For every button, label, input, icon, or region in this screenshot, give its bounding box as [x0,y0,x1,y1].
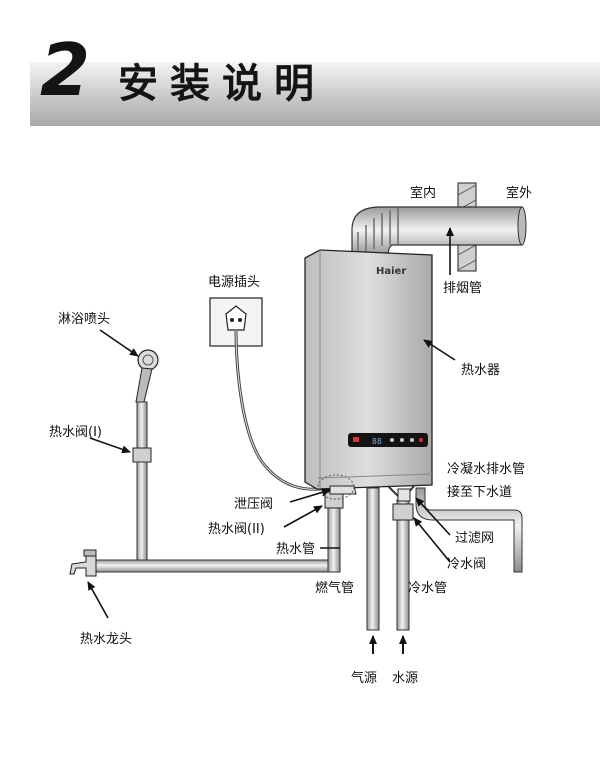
relief-valve [329,485,357,495]
hot-water-pipe [87,559,329,573]
section-title: 安装说明 [118,61,326,107]
power-button[interactable] [419,438,423,442]
display-readout: 88 [372,437,382,446]
control-button[interactable] [390,438,394,442]
label-gas-source: 气源 [351,670,377,686]
label-condensate-drain: 冷凝水排水管 [447,461,525,477]
hot-valve-1-pointer [89,437,131,454]
shower-riser [136,401,148,451]
control-button[interactable] [410,438,414,442]
section-header: 2 安装说明 [30,34,600,126]
label-outdoor: 室外 [506,185,532,201]
cold-valve [392,503,414,521]
gas-pipe [366,487,380,631]
label-cold-valve: 冷水阀 [447,557,486,572]
shower-pointer [99,329,139,357]
flex-hose-ribs [357,208,399,256]
label-hot-valve-2: 热水阀(II) [208,522,265,537]
label-relief-valve: 泄压阀 [234,497,273,512]
label-to-sewer: 接至下水道 [447,484,512,500]
label-hot-pipe: 热水管 [276,542,315,557]
filter-pointer [415,497,451,536]
label-water-source: 水源 [392,671,418,686]
section-number: 2 [40,28,91,112]
cold-valve-pointer [413,517,451,563]
label-hot-valve-1: 热水阀(I) [49,425,102,440]
label-indoor: 室内 [410,185,436,201]
power-socket [209,297,263,347]
label-water-heater: 热水器 [461,363,500,378]
brand-logo: Haier [376,266,406,277]
label-cold-pipe: 冷水管 [408,581,447,596]
label-filter: 过滤网 [455,531,494,546]
shower-head [135,349,159,403]
label-shower-head: 淋浴喷头 [58,312,110,327]
label-gas-pipe: 燃气管 [315,580,354,596]
label-power-plug: 电源插头 [208,275,260,290]
control-button[interactable] [400,438,404,442]
exhaust-pipe [351,206,527,259]
hot-water-faucet [69,549,97,577]
label-hot-tap: 热水龙头 [80,632,132,647]
filter-mesh [397,488,411,502]
label-exhaust-pipe: 排烟管 [443,281,482,296]
relief-pointer [289,488,331,503]
hot-valve-1 [132,447,152,463]
header-band [30,62,600,126]
heater-pointer [423,339,456,361]
water-heater: Haier 88 [304,249,433,490]
faucet-pointer [87,581,109,619]
hot-valve-2-pointer [283,505,323,528]
control-panel [348,433,428,447]
